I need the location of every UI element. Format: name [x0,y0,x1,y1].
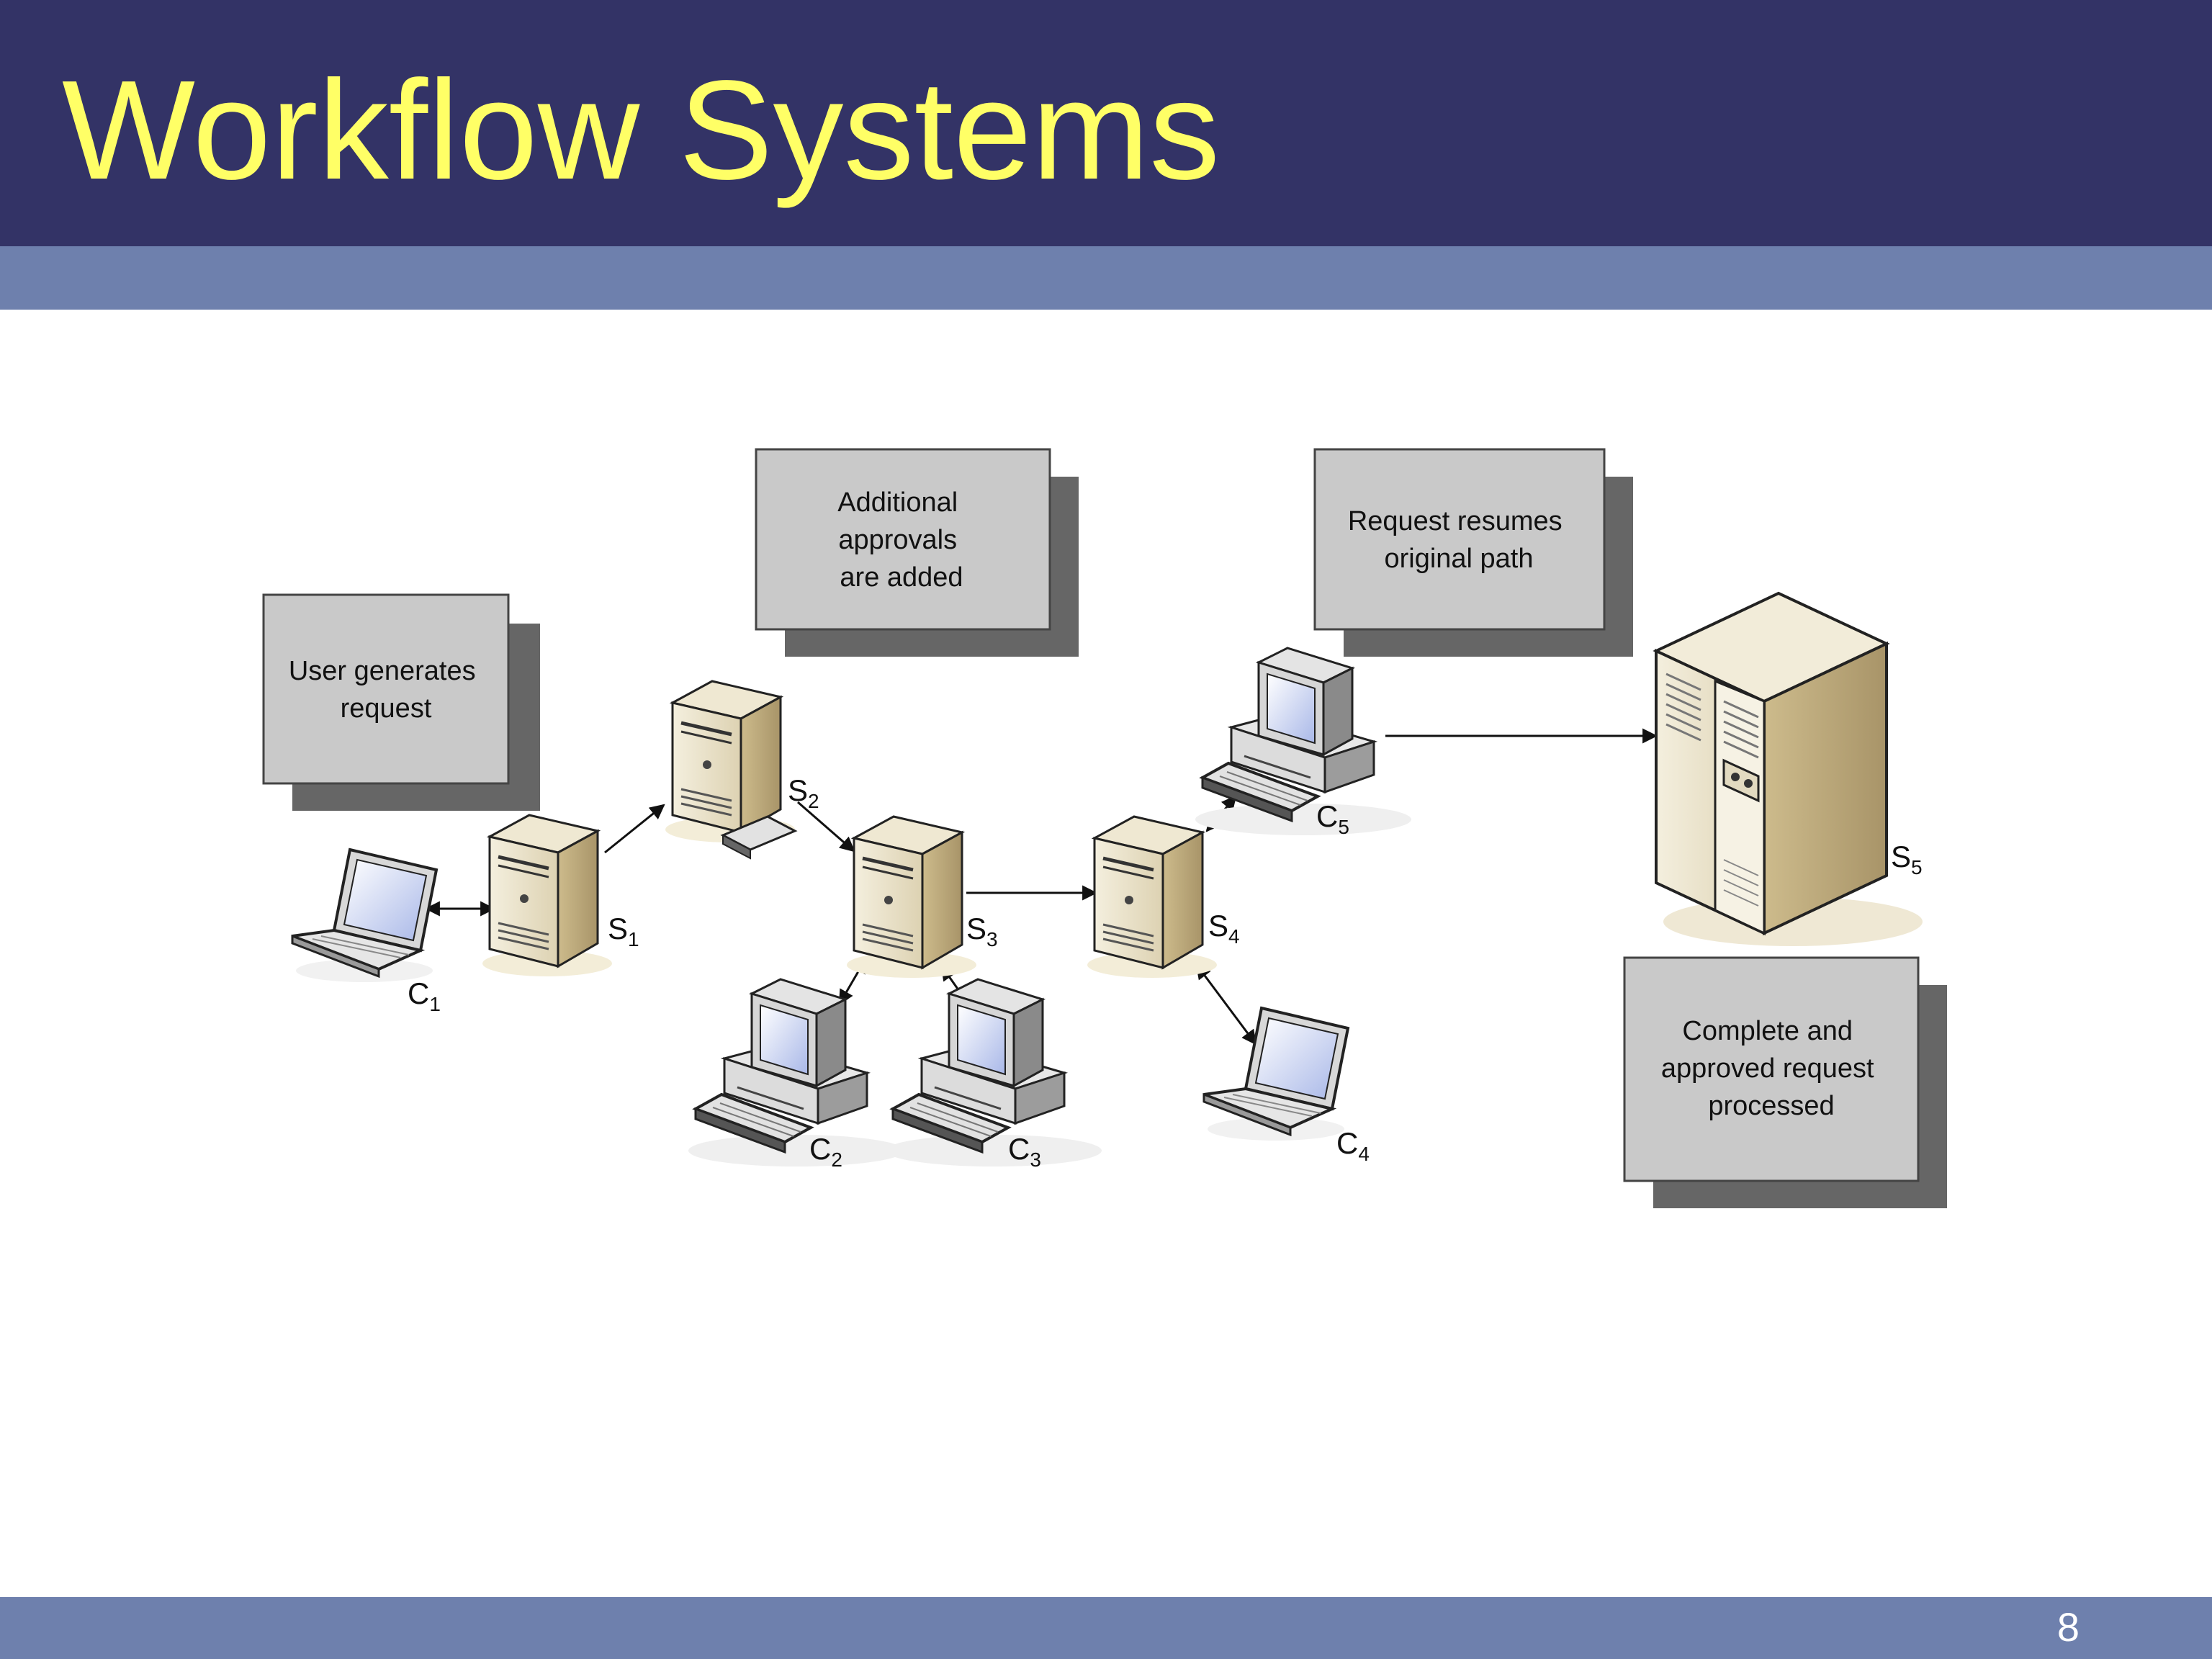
svg-text:Complete and approved re: Complete and approved request processed [1661,1016,1881,1121]
node-label-c2: C2 [809,1132,842,1171]
arrow-s2-s3 [797,801,855,853]
node-label-s2: S2 [788,773,819,812]
node-label-c3: C3 [1008,1132,1041,1171]
desktop-computer-icon [884,978,1103,1168]
node-label-s5: S5 [1891,840,1923,878]
svg-text:Additional approvals: Additional approvals are added [837,487,965,593]
keyboard-icon [720,815,798,860]
node-label-s4: S4 [1208,909,1240,948]
callout-user-request: User generates request [262,593,540,811]
node-label-s1: S1 [608,912,639,950]
server-icon [665,681,795,842]
svg-text:Request resumes original: Request resumes original path [1348,506,1570,574]
svg-text:User generates request: User generates request [289,656,483,724]
node-label-c4: C4 [1336,1126,1370,1165]
node-label-s3: S3 [966,912,998,950]
callout-additional-approvals: Additional approvals are added [755,448,1079,657]
slide-header [0,0,2212,246]
arrow-s4-c4 [1195,963,1257,1046]
callout-complete: Complete and approved request processed [1623,956,1947,1208]
callout-resumes-path: Request resumes original path [1313,448,1633,657]
slide-title: Workflow Systems [62,51,1220,209]
laptop-icon [1202,1007,1349,1142]
laptop-icon [291,848,438,984]
desktop-computer-icon [687,978,906,1168]
node-label-c5: C5 [1316,799,1349,838]
server-icon [1087,817,1217,978]
arrow-s1-s2 [604,804,665,854]
connectors [424,728,1658,1046]
node-label-c1: C1 [408,976,441,1015]
slide-number: 8 [2056,1604,2080,1650]
server-icon [847,817,976,978]
mainframe-icon [1655,592,1924,948]
server-icon [482,815,612,976]
slide-footer [0,1597,2212,1659]
header-band [0,246,2212,310]
